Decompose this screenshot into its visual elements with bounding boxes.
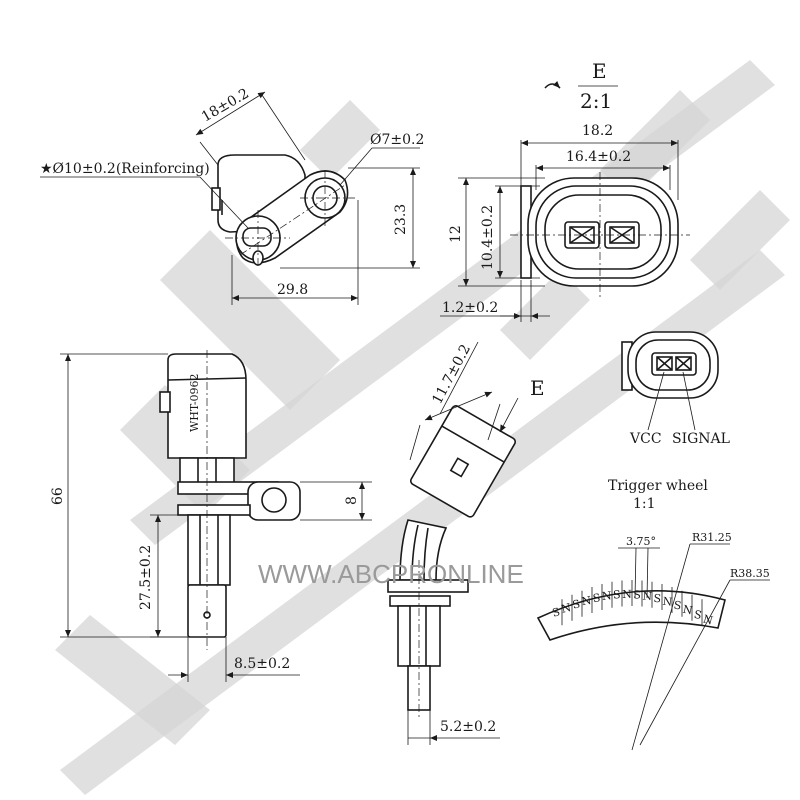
pole-label: N — [682, 603, 694, 618]
dim-tip-width-52: 5.2±0.2 — [440, 719, 496, 735]
dim-length-29: 29.8 — [277, 282, 308, 298]
pin-signal-label: SIGNAL — [672, 431, 730, 447]
pole-label: N — [581, 594, 593, 608]
pole-label: N — [662, 595, 674, 609]
pole-label: S — [673, 599, 682, 613]
pole-label: S — [653, 592, 662, 606]
pole-label: S — [613, 588, 621, 601]
angled-view: 11.7±0.2 E 5.2±0.2 — [387, 341, 545, 745]
part-marking: WHT-0962 — [188, 373, 201, 432]
dim-wall: 1.2±0.2 — [442, 300, 498, 316]
dim-reinforce-10: ★Ø10±0.2(Reinforcing) — [40, 161, 210, 177]
view-scale: 2:1 — [580, 89, 612, 113]
dim-outer-height: 12 — [448, 225, 464, 243]
pole-label: S — [571, 597, 581, 611]
view-arrow-e: E — [530, 376, 545, 400]
dim-flange-8: 8 — [344, 496, 360, 505]
dim-conn-117: 11.7±0.2 — [429, 342, 474, 407]
pole-label: S — [693, 608, 703, 622]
dim-outer-width: 18.2 — [582, 123, 613, 139]
pole-label: N — [560, 601, 573, 616]
pole-label: S — [592, 591, 601, 605]
dim-tip-width-85: 8.5±0.2 — [234, 656, 290, 672]
trigger-wheel-title: Trigger wheel — [608, 478, 708, 494]
pole-label: S — [551, 605, 562, 620]
side-view: WHT-0962 66 8 27.5±0.2 — [50, 350, 372, 682]
pole-label: N — [622, 588, 632, 601]
dim-angle: 3.75° — [626, 535, 656, 548]
pole-label: S — [633, 588, 641, 601]
dim-height-23: 23.3 — [393, 204, 409, 235]
dim-r-outer: R38.35 — [730, 567, 770, 580]
dim-total-66: 66 — [50, 487, 66, 505]
connector-view-e: E 2:1 18.2 16.4±0.2 12 — [440, 59, 690, 322]
watermark-url: WWW.ABCPRONLINE — [258, 559, 524, 589]
dim-tip-27: 27.5±0.2 — [138, 545, 154, 610]
trigger-wheel-scale: 1:1 — [633, 496, 656, 512]
pole-label: N — [601, 589, 612, 603]
view-letter-e: E — [592, 59, 607, 83]
dim-r-inner: R31.25 — [692, 531, 732, 544]
dim-hole-7: Ø7±0.2 — [370, 132, 424, 148]
dim-inner-width: 16.4±0.2 — [566, 149, 631, 165]
pinout-view: VCC SIGNAL — [621, 331, 730, 447]
pin-vcc-label: VCC — [629, 431, 662, 447]
dim-inner-height: 10.4±0.2 — [480, 205, 496, 270]
